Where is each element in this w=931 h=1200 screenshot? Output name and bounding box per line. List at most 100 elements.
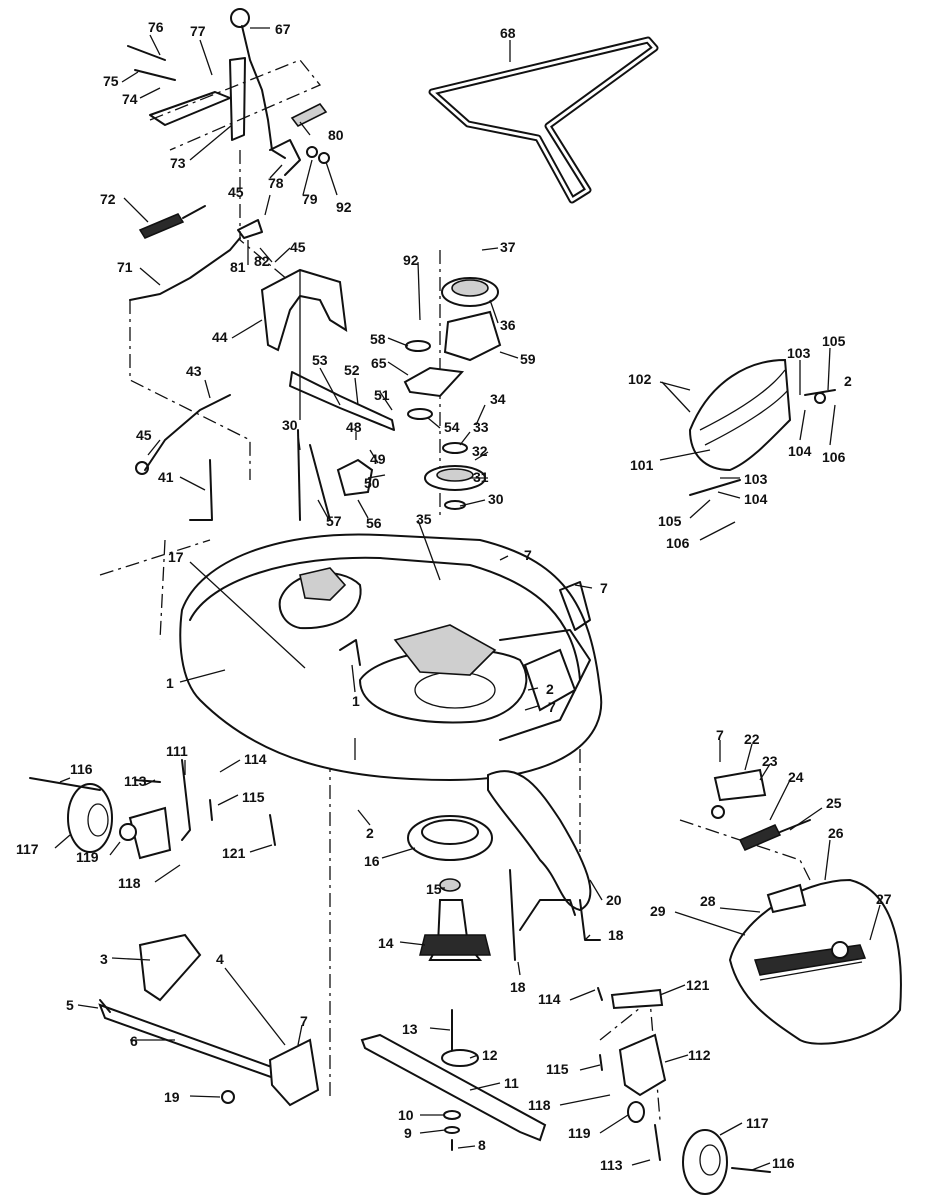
callout-65: 65 [371, 355, 387, 371]
callout-52: 52 [344, 362, 360, 378]
callout-102: 102 [628, 371, 652, 387]
callout-1-b: 1 [352, 693, 360, 709]
callout-18-b: 18 [608, 927, 624, 943]
callout-81: 81 [230, 259, 246, 275]
callout-77: 77 [190, 23, 206, 39]
callout-76: 76 [148, 19, 164, 35]
callout-10: 10 [398, 1107, 414, 1123]
callout-3: 3 [100, 951, 108, 967]
callout-20: 20 [606, 892, 622, 908]
callout-17: 17 [168, 549, 184, 565]
callout-29: 29 [650, 903, 666, 919]
callout-14: 14 [378, 935, 394, 951]
callout-33: 33 [473, 419, 489, 435]
callout-19: 19 [164, 1089, 180, 1105]
callout-8: 8 [478, 1137, 486, 1153]
callout-113-right: 113 [600, 1157, 623, 1173]
callout-118-right: 118 [528, 1097, 551, 1113]
callout-67: 67 [275, 21, 291, 37]
callout-7-d: 7 [716, 727, 724, 743]
idler-arm-assembly [289, 270, 395, 521]
height-adjust-lever [127, 8, 330, 176]
callout-43: 43 [186, 363, 202, 379]
callout-71: 71 [117, 259, 133, 275]
belt-guide-20 [487, 770, 601, 961]
callout-27: 27 [876, 891, 892, 907]
callout-6: 6 [130, 1033, 138, 1049]
callout-59: 59 [520, 351, 536, 367]
callout-103-a: 103 [787, 345, 811, 361]
callout-116-right: 116 [772, 1155, 795, 1171]
drive-belt-68 [428, 36, 659, 204]
callout-105-a: 105 [822, 333, 846, 349]
callout-75: 75 [103, 73, 119, 89]
lift-rod-43 [135, 394, 231, 521]
callout-24: 24 [788, 769, 804, 785]
callout-58: 58 [370, 331, 386, 347]
callout-4: 4 [216, 951, 224, 967]
callout-41: 41 [158, 469, 174, 485]
spring-72 [138, 205, 206, 239]
idler-bracket-right [711, 768, 811, 851]
callout-25: 25 [826, 795, 842, 811]
callout-73: 73 [170, 155, 186, 171]
callout-2-c: 2 [366, 825, 374, 841]
front-bracket [98, 933, 320, 1107]
callout-57: 57 [326, 513, 342, 529]
callout-115-left: 115 [242, 789, 265, 805]
callout-30-left: 30 [282, 417, 298, 433]
callout-11: 11 [504, 1075, 519, 1091]
callout-23: 23 [762, 753, 778, 769]
callout-36: 36 [500, 317, 516, 333]
callout-121-right: 121 [686, 977, 710, 993]
gauge-wheel-left [29, 759, 276, 860]
callout-16: 16 [364, 853, 380, 869]
callout-68: 68 [500, 25, 516, 41]
callout-37: 37 [500, 239, 516, 255]
callout-116-left: 116 [70, 761, 93, 777]
callout-9: 9 [404, 1125, 412, 1141]
callout-26: 26 [828, 825, 844, 841]
callout-1-a: 1 [166, 675, 174, 691]
callout-121-left: 121 [222, 845, 246, 861]
callout-56: 56 [366, 515, 382, 531]
rod-71 [129, 219, 263, 301]
callout-7-a: 7 [524, 547, 532, 563]
callout-34: 34 [490, 391, 506, 407]
blade-11 [360, 1033, 547, 1142]
callout-32: 32 [472, 443, 488, 459]
callout-105-b: 105 [658, 513, 682, 529]
callout-113-left: 113 [124, 773, 147, 789]
callout-106-a: 106 [822, 449, 846, 465]
callout-119-left: 119 [76, 849, 99, 865]
callout-28: 28 [700, 893, 716, 909]
gauge-wheel-right [597, 987, 771, 1195]
callout-2-a: 2 [546, 681, 554, 697]
callout-15: 15 [426, 881, 442, 897]
callout-51: 51 [374, 387, 390, 403]
callout-48: 48 [346, 419, 362, 435]
leader-lines [54, 27, 881, 1171]
callout-50: 50 [364, 475, 380, 491]
callout-80: 80 [328, 127, 344, 143]
callout-45-mid: 45 [290, 239, 306, 255]
callout-44: 44 [212, 329, 228, 345]
callout-119-right: 119 [568, 1125, 591, 1141]
callout-115-right: 115 [546, 1061, 569, 1077]
callout-114-right: 114 [538, 991, 561, 1007]
bracket-44 [260, 268, 348, 352]
callout-13: 13 [402, 1021, 418, 1037]
callout-labels: 76 77 67 75 74 80 73 78 79 92 45 72 45 8… [16, 19, 892, 1173]
callout-92-top: 92 [336, 199, 352, 215]
callout-53: 53 [312, 352, 328, 368]
callout-117-right: 117 [746, 1115, 769, 1131]
callout-7-e: 7 [300, 1013, 308, 1029]
callout-30-right: 30 [488, 491, 504, 507]
callout-45-left: 45 [136, 427, 152, 443]
belt-cover-27 [728, 878, 902, 1045]
callout-111: 111 [166, 743, 188, 759]
callout-54: 54 [444, 419, 460, 435]
callout-5: 5 [66, 997, 74, 1013]
callout-22: 22 [744, 731, 760, 747]
callout-106-b: 106 [666, 535, 690, 551]
